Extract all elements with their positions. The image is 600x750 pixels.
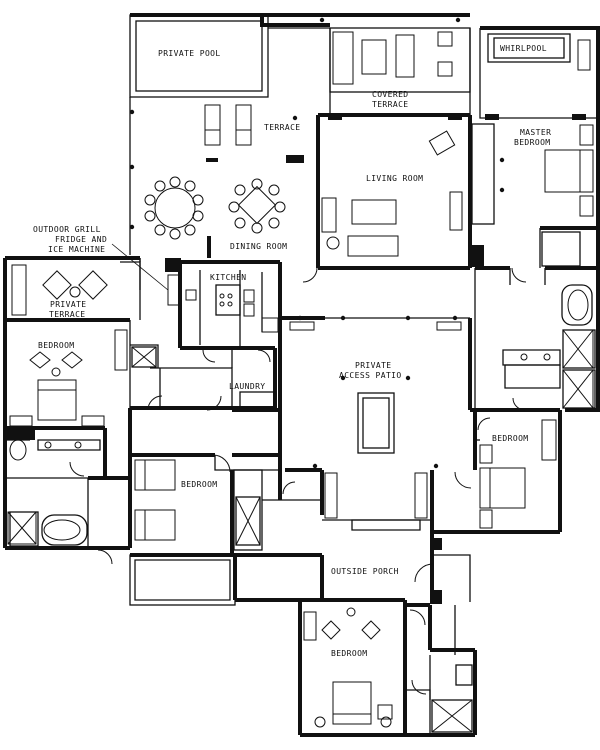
grill-leader-line [111, 243, 169, 291]
closet-marks [7, 329, 594, 733]
patio-columns [129, 17, 505, 469]
label-whirlpool: WHIRLPOOL [500, 44, 547, 53]
label-dining-room: DINING ROOM [230, 242, 287, 251]
label-outdoor-grill-3: ICE MACHINE [48, 245, 105, 254]
label-bedroom-west: BEDROOM [38, 341, 75, 350]
label-private-terrace-2: TERRACE [49, 310, 86, 319]
label-private-pool: PRIVATE POOL [158, 49, 221, 58]
label-terrace: TERRACE [264, 123, 301, 132]
label-laundry: LAUNDRY [229, 382, 266, 391]
label-bedroom-east: BEDROOM [492, 434, 529, 443]
label-bedroom-south: BEDROOM [331, 649, 368, 658]
label-private-terrace-1: PRIVATE [50, 300, 87, 309]
label-bedroom-middle: BEDROOM [181, 480, 218, 489]
label-private-access-patio-1: PRIVATE [355, 361, 392, 370]
label-master-bedroom-2: BEDROOM [514, 138, 551, 147]
label-covered-terrace-1: COVERED [372, 90, 409, 99]
door-swings [69, 267, 527, 695]
exterior-walls [3, 13, 600, 737]
label-outdoor-grill-2: FRIDGE AND [55, 235, 107, 244]
wall-columns [5, 114, 586, 604]
label-outside-porch: OUTSIDE PORCH [331, 567, 399, 576]
label-covered-terrace-2: TERRACE [372, 100, 409, 109]
label-outdoor-grill-1: OUTDOOR GRILL [33, 225, 101, 234]
label-living-room: LIVING ROOM [366, 174, 423, 183]
label-kitchen: KITCHEN [210, 273, 247, 282]
furniture [9, 31, 594, 728]
label-master-bedroom-1: MASTER [520, 128, 551, 137]
label-private-access-patio-2: ACCESS PATIO [339, 371, 402, 380]
room-labels: PRIVATE POOL WHIRLPOOL COVERED TERRACE T… [33, 44, 551, 658]
